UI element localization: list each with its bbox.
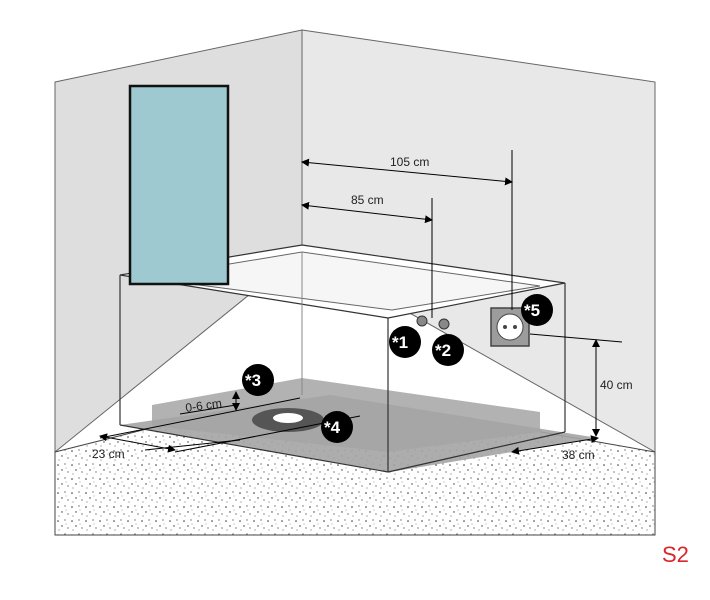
dimension-105: 105 cm (390, 155, 429, 169)
bathtub (119, 244, 566, 473)
marker-3-label: *3 (245, 371, 261, 390)
marker-1-label: *1 (392, 333, 408, 352)
dimension-85: 85 cm (351, 193, 384, 207)
dimension-40: 40 cm (600, 378, 633, 392)
page-id: S2 (662, 542, 689, 567)
drain (252, 408, 324, 432)
marker-1: *1 (389, 326, 421, 358)
dimension-0-6: 0-6 cm (184, 396, 222, 415)
valve-2 (438, 318, 450, 330)
marker-5: *5 (521, 294, 553, 326)
marker-2-label: *2 (435, 341, 451, 360)
marker-3: *3 (242, 364, 274, 396)
dimension-lines (99, 150, 623, 455)
valve-1 (416, 315, 428, 327)
marker-5-label: *5 (524, 301, 540, 320)
glass-shower-screen (128, 84, 230, 286)
tub-inner (144, 251, 541, 311)
dimension-23: 23 cm (92, 447, 125, 461)
floor-recess-dark (120, 395, 598, 472)
marker-2: *2 (432, 334, 464, 366)
dimension-38: 38 cm (562, 448, 595, 462)
marker-4: *4 (321, 411, 353, 443)
marker-4-label: *4 (324, 418, 341, 437)
